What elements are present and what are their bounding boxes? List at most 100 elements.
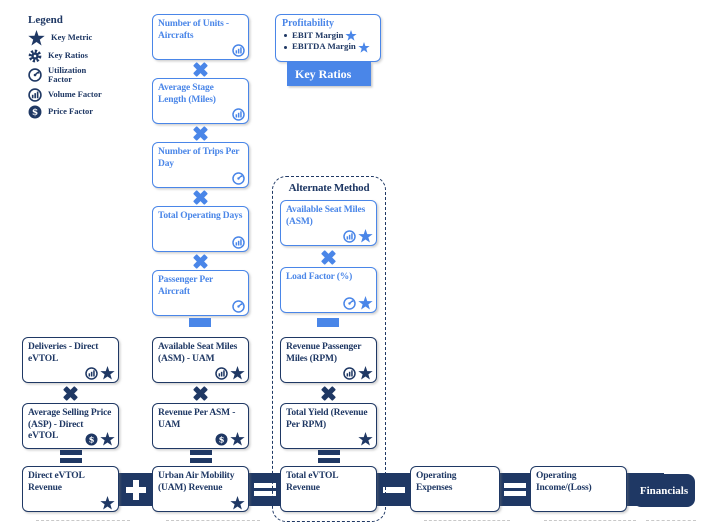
volume-factor-icon <box>215 366 228 380</box>
bullet-icon <box>284 45 287 49</box>
key-ratios-gear-icon <box>28 49 42 63</box>
key-metric-star-icon <box>358 229 373 243</box>
bullet-icon <box>284 34 287 38</box>
node-number-of-units: Number of Units - Aircrafts <box>152 14 249 60</box>
legend-item-utilization: Utilization Factor <box>28 65 148 85</box>
key-metric-star-icon <box>345 30 358 41</box>
profitability-panel: Profitability EBIT Margin EBITDA Margin <box>275 14 381 62</box>
volume-factor-icon <box>85 366 98 380</box>
profitability-item-label: EBIT Margin <box>292 30 344 40</box>
node-label: Deliveries - Direct eVTOL <box>28 342 99 364</box>
equals-operator-icon <box>60 449 82 464</box>
node-label: Urban Air Mobility (UAM) Revenue <box>158 471 235 493</box>
svg-text:$: $ <box>32 107 38 118</box>
legend-label: Price Factor <box>48 106 94 117</box>
price-factor-icon: $ <box>85 433 98 446</box>
volume-factor-icon <box>232 44 245 57</box>
price-factor-icon: $ <box>28 105 42 119</box>
node-average-selling-price: Average Selling Price (ASP) - Direct eVT… <box>22 403 119 449</box>
connector-bar <box>317 318 339 327</box>
legend-label: Key Metric <box>51 32 93 43</box>
equals-operator-icon <box>254 482 276 497</box>
node-total-evtol-revenue: Total eVTOL Revenue <box>280 466 377 512</box>
volume-factor-icon <box>343 229 356 243</box>
node-label: Number of Units - Aircrafts <box>158 19 229 41</box>
key-metric-star-icon <box>358 366 373 380</box>
node-revenue-per-asm: Revenue Per ASM - UAM $ <box>152 403 249 449</box>
node-label: Revenue Passenger Miles (RPM) <box>286 342 362 364</box>
legend-item-key-metric: Key Metric <box>28 30 148 46</box>
node-label: Passenger Per Aircraft <box>158 275 213 297</box>
legend-label: Key Ratios <box>48 50 88 61</box>
node-total-operating-days: Total Operating Days <box>152 206 249 252</box>
multiply-operator-icon <box>192 253 209 270</box>
volume-factor-icon <box>343 366 356 380</box>
shadow-dash <box>36 520 130 521</box>
node-uam-revenue: Urban Air Mobility (UAM) Revenue <box>152 466 249 512</box>
node-label: Average Stage Length (Miles) <box>158 83 216 105</box>
legend-title: Legend <box>28 14 63 26</box>
legend-item-volume: Volume Factor <box>28 87 148 102</box>
multiply-operator-icon <box>62 385 79 402</box>
node-label: Total Operating Days <box>158 211 243 221</box>
node-label: Load Factor (%) <box>286 272 353 282</box>
volume-factor-icon <box>28 87 42 102</box>
node-available-seat-miles-asm: Available Seat Miles (ASM) <box>280 200 377 246</box>
node-operating-income-loss: Operating Income/(Loss) <box>530 466 627 512</box>
key-metric-star-icon <box>28 30 45 46</box>
node-label: Direct eVTOL Revenue <box>28 471 85 493</box>
node-label: Total eVTOL Revenue <box>286 471 338 493</box>
multiply-operator-icon <box>320 249 337 266</box>
legend-item-price: $ Price Factor <box>28 105 148 119</box>
node-operating-expenses: Operating Expenses <box>410 466 500 512</box>
multiply-operator-icon <box>192 385 209 402</box>
key-metric-star-icon <box>100 366 115 380</box>
utilization-factor-icon <box>232 300 245 313</box>
key-ratios-banner: Key Ratios <box>287 62 371 86</box>
key-metric-star-icon <box>100 496 115 510</box>
key-metric-star-icon <box>100 432 115 446</box>
profitability-item-label: EBITDA Margin <box>292 41 356 52</box>
svg-text:$: $ <box>89 435 95 445</box>
key-metric-star-icon <box>230 432 245 446</box>
node-label: Average Selling Price (ASP) - Direct eVT… <box>28 408 112 442</box>
equals-operator-icon <box>504 482 526 497</box>
equals-operator-icon <box>318 449 340 464</box>
equals-operator-icon <box>190 449 212 464</box>
node-label: Available Seat Miles (ASM) <box>286 205 366 227</box>
node-average-stage-length: Average Stage Length (Miles) <box>152 78 249 124</box>
node-deliveries-direct-evtol: Deliveries - Direct eVTOL <box>22 337 119 383</box>
legend-label: Utilization Factor <box>48 65 87 85</box>
node-label: Operating Expenses <box>416 471 457 493</box>
node-trips-per-day: Number of Trips Per Day <box>152 142 249 188</box>
key-metric-star-icon <box>230 366 245 380</box>
shadow-dash <box>424 520 510 521</box>
minus-operator-icon <box>383 487 405 493</box>
legend: Legend Key Metric Key Ratios Utilization… <box>28 14 148 122</box>
node-label: Total Yield (Revenue Per RPM) <box>286 408 368 430</box>
key-metric-star-icon <box>358 432 373 446</box>
shadow-dash <box>166 520 260 521</box>
node-total-yield: Total Yield (Revenue Per RPM) <box>280 403 377 449</box>
legend-item-key-ratios: Key Ratios <box>28 49 148 63</box>
connector-bar <box>189 318 211 327</box>
multiply-operator-icon <box>192 61 209 78</box>
node-revenue-passenger-miles: Revenue Passenger Miles (RPM) <box>280 337 377 383</box>
profitability-item: EBIT Margin <box>282 30 374 41</box>
node-load-factor: Load Factor (%) <box>280 267 377 313</box>
price-factor-icon: $ <box>215 433 228 446</box>
legend-label: Volume Factor <box>48 89 102 100</box>
key-metric-star-icon <box>358 296 373 310</box>
financials-pill: Financials <box>633 474 695 507</box>
node-label: Available Seat Miles (ASM) - UAM <box>158 342 238 364</box>
shadow-dash <box>544 520 636 521</box>
multiply-operator-icon <box>192 125 209 142</box>
key-metric-star-icon <box>230 496 245 510</box>
utilization-factor-icon <box>232 172 245 185</box>
utilization-factor-icon <box>28 68 42 83</box>
utilization-factor-icon <box>343 296 356 310</box>
node-label: Number of Trips Per Day <box>158 147 240 169</box>
node-label: Revenue Per ASM - UAM <box>158 408 236 430</box>
key-metric-star-icon <box>358 41 370 53</box>
